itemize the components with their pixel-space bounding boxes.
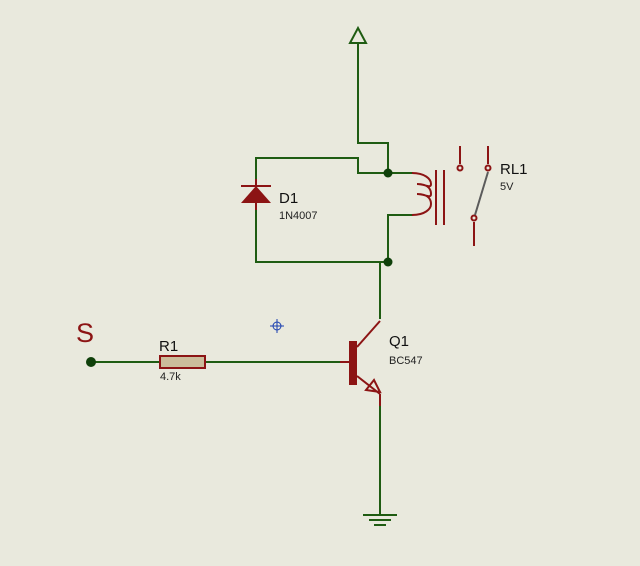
relay-ref-label: RL1 <box>500 161 528 178</box>
diode-d1[interactable]: D1 1N4007 <box>241 179 318 222</box>
wire-collector[interactable] <box>379 261 389 319</box>
transistor-ref-label: Q1 <box>389 333 409 350</box>
transistor-q1[interactable]: Q1 BC547 <box>340 320 423 406</box>
wires <box>90 142 413 515</box>
junction-dot-top <box>383 168 393 178</box>
diode-value-label: 1N4007 <box>279 210 318 222</box>
relay-coil <box>411 172 433 216</box>
power-terminal[interactable] <box>348 25 368 144</box>
input-label: S <box>76 318 94 348</box>
resistor-ref-label: R1 <box>159 338 178 355</box>
transistor-collector <box>356 320 381 348</box>
resistor-r1[interactable]: R1 4.7k <box>159 338 206 383</box>
input-terminal[interactable]: S <box>76 318 96 367</box>
wire-vcc-to-coil[interactable] <box>357 142 389 174</box>
diode-ref-label: D1 <box>279 190 298 207</box>
transistor-base-bar <box>349 341 357 385</box>
ground-symbol[interactable] <box>363 514 397 526</box>
relay-value-label: 5V <box>500 181 514 193</box>
wire-coil-bottom[interactable] <box>387 214 413 263</box>
relay-switch-arm <box>474 171 489 216</box>
transistor-emitter-arrow <box>364 378 382 394</box>
cursor-crosshair-icon <box>270 319 284 333</box>
relay-rl1[interactable]: RL1 5V <box>411 146 528 246</box>
wire-diode-cathode[interactable] <box>255 157 389 184</box>
resistor-value-label: 4.7k <box>160 371 181 383</box>
transistor-value-label: BC547 <box>389 355 423 367</box>
input-terminal-dot <box>86 357 96 367</box>
junction-dot-bottom <box>383 257 393 267</box>
wire-diode-anode[interactable] <box>255 207 389 263</box>
resistor-body <box>159 355 206 369</box>
